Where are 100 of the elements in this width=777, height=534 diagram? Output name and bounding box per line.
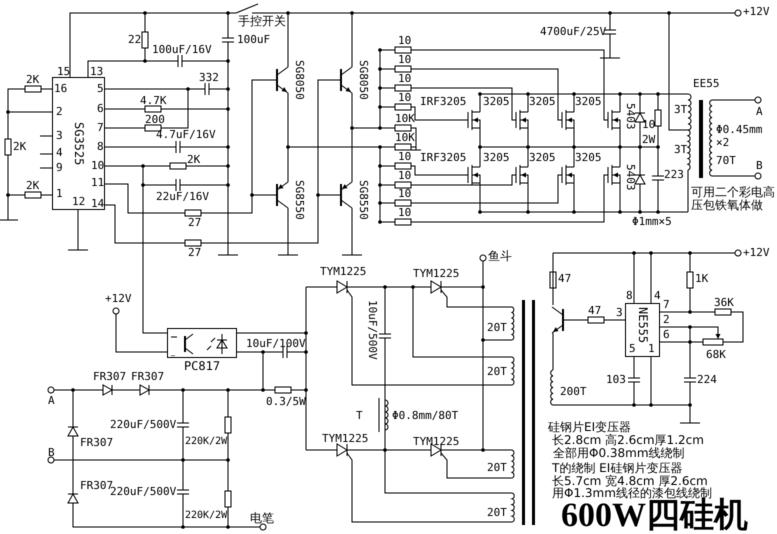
component-value: T <box>356 410 363 422</box>
component-value: 10uF/100V <box>246 338 306 350</box>
component-value: 100uF <box>237 34 270 46</box>
component-value: FR307 <box>93 371 126 383</box>
component-value: Φ0.8mm/80T <box>392 410 458 422</box>
note-text: 硅钢片EI变压器 <box>548 421 632 434</box>
component-value: 10 <box>398 151 412 163</box>
pin-number: 4 <box>654 290 661 302</box>
component-value: 4.7uF/16V <box>156 129 216 141</box>
component-value: 103 <box>606 374 626 386</box>
pin-number: 9 <box>56 162 63 174</box>
note-text: 用Φ1.3mm线径的漆包线绕制 <box>552 487 712 500</box>
component-value: 10 <box>398 35 412 47</box>
pin-number: 1 <box>56 188 63 200</box>
component-value: TYM1225 <box>320 266 366 278</box>
pin-number: 8 <box>97 141 104 153</box>
component-value: 22 <box>128 34 142 46</box>
component-value: FR307 <box>80 437 114 449</box>
component-value: 20T <box>487 322 507 334</box>
pin-number: 12 <box>72 196 86 208</box>
component-value: 10 <box>398 73 412 85</box>
component-value: 10 <box>398 92 412 104</box>
component-value: Φ0.45mm <box>716 124 762 136</box>
component-value: 2K <box>187 154 200 166</box>
pin-number: 2 <box>56 106 63 118</box>
component-value: 223 <box>664 169 684 181</box>
terminal-label: 鱼斗 <box>488 250 512 263</box>
ic-box <box>625 303 660 357</box>
component-value: 4.7K <box>140 95 166 107</box>
component-value: ×2 <box>716 137 730 149</box>
component-value: 手控开关 <box>238 15 286 28</box>
component-value: 100uF/16V <box>152 44 212 56</box>
pin-number: 7 <box>97 122 104 134</box>
component-value: IRF3205 <box>420 96 466 108</box>
component-value: TYM1225 <box>413 436 460 448</box>
wire <box>104 166 168 334</box>
component-value: 10 <box>398 54 412 66</box>
component-value: 10 <box>398 207 412 219</box>
component-value: 200 <box>145 114 165 126</box>
terminal-label: A <box>48 395 55 407</box>
component-value: 3205 <box>483 152 510 164</box>
component-value: 3205 <box>575 96 602 108</box>
component-value: 3205 <box>483 96 510 108</box>
component-value: 36K <box>714 297 734 309</box>
part-number: 5403 <box>624 164 636 190</box>
component-value: 47 <box>558 273 572 285</box>
terminal-label: +12V <box>105 293 132 305</box>
component-value: 220uF/500V <box>110 419 176 431</box>
component-value: 20T <box>487 462 507 474</box>
component-value: 2K <box>26 74 40 86</box>
part-number: SG8550 <box>357 180 369 220</box>
part-number: 5403 <box>624 103 636 130</box>
component-value: 2W <box>642 134 656 146</box>
component-value: 20T <box>487 507 507 519</box>
note-text: 可用二个彩电高压包铁氧体做 <box>691 186 776 212</box>
component-value: 10K <box>395 132 415 144</box>
part-number: SG8050 <box>293 60 305 100</box>
diagram-title: 600W四硅机 <box>561 498 748 533</box>
pin-number: 16 <box>54 83 68 95</box>
component-value: 2K <box>13 141 26 153</box>
part-number: SG8050 <box>357 60 369 100</box>
pin-number: 15 <box>57 66 70 78</box>
component-value: 224 <box>697 374 717 386</box>
pin-number: 7 <box>663 299 670 311</box>
terminal-label: +12V <box>743 247 770 259</box>
pin-number: 3 <box>56 130 63 142</box>
component-value: 200T <box>560 386 586 398</box>
pin-number: 6 <box>97 103 104 115</box>
pin-number: 14 <box>91 198 104 210</box>
component-value: 332 <box>199 72 219 84</box>
pin-number: 11 <box>91 177 104 189</box>
part-number: 10uF/500V <box>366 300 378 360</box>
component-value: 3205 <box>575 152 602 164</box>
component-value: 3T <box>674 104 688 116</box>
note-text: 长5.7cm 宽4.8cm 厚2.6cm <box>552 475 708 488</box>
component-value: 20T <box>487 366 507 378</box>
part-number: NE555 <box>636 307 649 344</box>
component-value: 10K <box>395 113 415 125</box>
terminal-label: +12V <box>743 6 770 18</box>
component-value: 70T <box>716 155 736 167</box>
component-value: 220K/2W <box>185 436 228 447</box>
component-value: Φ1mm×5 <box>632 216 672 228</box>
pin-number: 5 <box>97 83 104 95</box>
pin-number: 5 <box>629 343 636 355</box>
pin-number: 6 <box>663 329 670 341</box>
pin-number: 8 <box>626 290 633 302</box>
pin-number: 3 <box>616 307 623 319</box>
pin-number: 1 <box>648 343 655 355</box>
component-value: 22uF/16V <box>156 191 209 203</box>
component-value: 1K <box>695 273 708 285</box>
terminal-label: 电笔 <box>250 512 274 525</box>
component-value: 27 <box>188 217 202 229</box>
component-value: EE55 <box>693 78 720 90</box>
component-value: 3T <box>674 144 688 156</box>
note-text: 长2.8cm 高2.6cm厚1.2cm <box>552 434 704 447</box>
component-value: IRF3205 <box>420 152 466 164</box>
ic-box <box>52 77 105 210</box>
component-value: 3205 <box>529 96 556 108</box>
terminal-label: A <box>756 106 763 118</box>
component-value: 10 <box>398 170 412 182</box>
